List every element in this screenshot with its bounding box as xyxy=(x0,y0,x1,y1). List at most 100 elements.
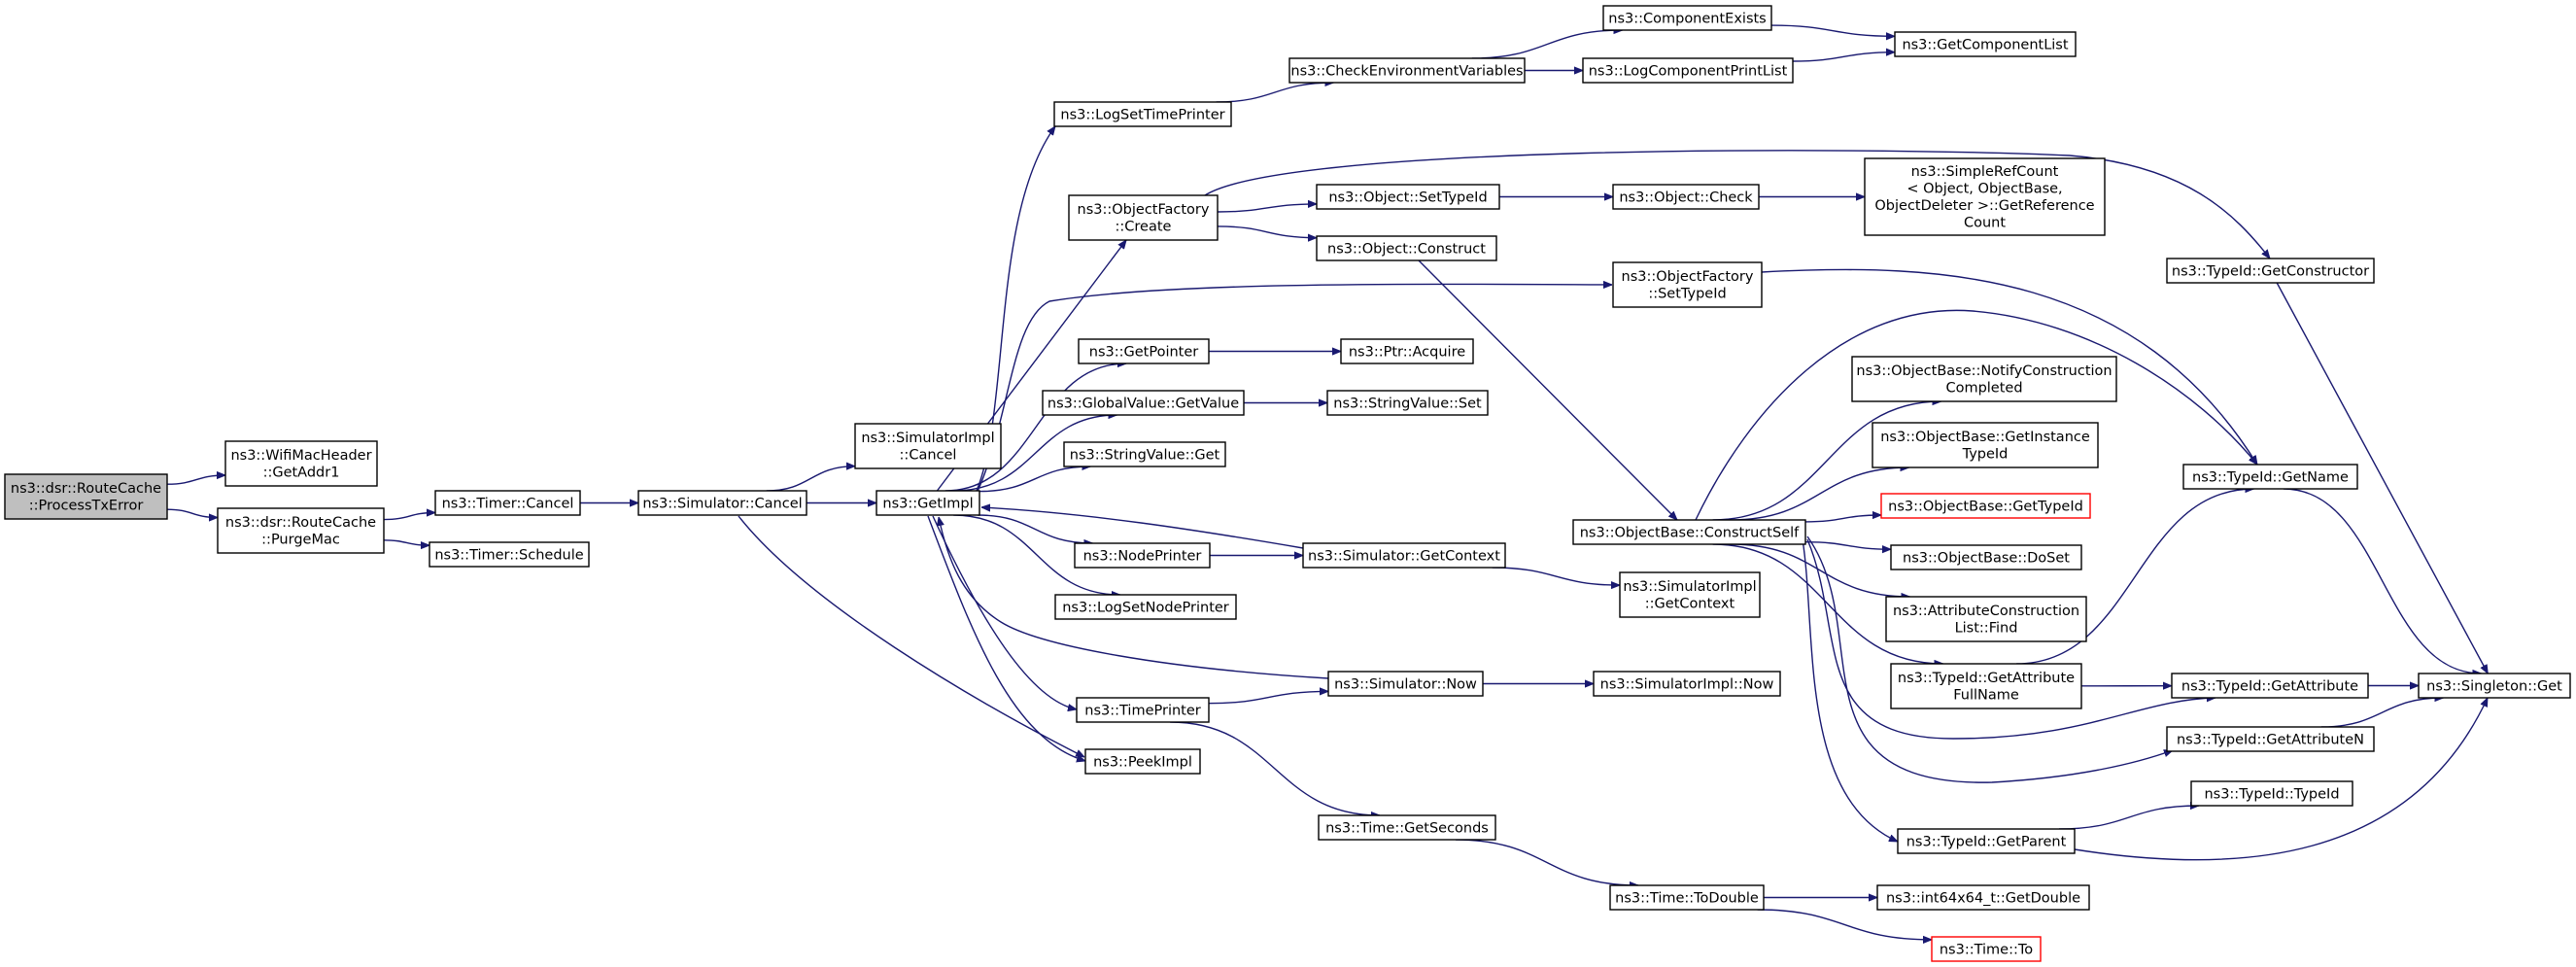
node-box[interactable] xyxy=(4,473,168,520)
node-box[interactable] xyxy=(1876,884,2090,911)
node-typeIdGetAttributeN[interactable]: ns3::TypeId::GetAttributeN xyxy=(2166,726,2375,752)
node-box[interactable] xyxy=(1897,828,2076,854)
node-box[interactable] xyxy=(224,440,378,487)
node-box[interactable] xyxy=(1851,356,2117,402)
node-componentExists[interactable]: ns3::ComponentExists xyxy=(1602,5,1772,31)
node-box[interactable] xyxy=(1340,338,1474,364)
node-typeIdGetConstructor[interactable]: ns3::TypeId::GetConstructor xyxy=(2166,258,2375,284)
node-peekImpl[interactable]: ns3::PeekImpl xyxy=(1084,748,1201,775)
node-logSetTimePrinter[interactable]: ns3::LogSetTimePrinter xyxy=(1053,101,1232,127)
node-box[interactable] xyxy=(1076,697,1210,723)
node-box[interactable] xyxy=(2182,464,2358,490)
node-objBaseGetTypeId[interactable]: ns3::ObjectBase::GetTypeId xyxy=(1880,493,2091,519)
node-box[interactable] xyxy=(1890,663,2082,709)
node-logComponentPrintList[interactable]: ns3::LogComponentPrintList xyxy=(1582,57,1794,84)
node-box[interactable] xyxy=(854,423,1002,469)
node-timeGetSeconds[interactable]: ns3::Time::GetSeconds xyxy=(1318,814,1496,841)
node-box[interactable] xyxy=(2418,673,2571,699)
node-box[interactable] xyxy=(2166,258,2375,284)
node-typeIdGetName[interactable]: ns3::TypeId::GetName xyxy=(2182,464,2358,490)
node-box[interactable] xyxy=(1593,671,1781,697)
node-box[interactable] xyxy=(217,507,385,554)
node-box[interactable] xyxy=(1074,542,1211,569)
node-typeIdGetParent[interactable]: ns3::TypeId::GetParent xyxy=(1897,828,2076,854)
node-ptrAcquire[interactable]: ns3::Ptr::Acquire xyxy=(1340,338,1474,364)
node-typeIdTypeId[interactable]: ns3::TypeId::TypeId xyxy=(2190,780,2353,807)
node-simulatorNow[interactable]: ns3::Simulator::Now xyxy=(1327,671,1484,697)
node-int64GetDouble[interactable]: ns3::int64x64_t::GetDouble xyxy=(1876,884,2090,911)
node-logSetNodePrinter[interactable]: ns3::LogSetNodePrinter xyxy=(1054,594,1237,620)
node-objSetTypeId[interactable]: ns3::Object::SetTypeId xyxy=(1316,184,1500,210)
node-notifyConstruction[interactable]: ns3::ObjectBase::NotifyConstructionCompl… xyxy=(1851,356,2117,402)
node-box[interactable] xyxy=(2166,726,2375,752)
node-box[interactable] xyxy=(2190,780,2353,807)
node-box[interactable] xyxy=(1582,57,1794,84)
node-constructSelf[interactable]: ns3::ObjectBase::ConstructSelf xyxy=(1572,519,1806,545)
node-box[interactable] xyxy=(434,490,581,516)
node-singletonGet[interactable]: ns3::Singleton::Get xyxy=(2418,673,2571,699)
node-purgeMac[interactable]: ns3::dsr::RouteCache::PurgeMac xyxy=(217,507,385,554)
node-typeIdGetAttribute[interactable]: ns3::TypeId::GetAttribute xyxy=(2171,673,2369,699)
node-getImpl[interactable]: ns3::GetImpl xyxy=(876,490,980,516)
node-box[interactable] xyxy=(1084,748,1201,775)
node-checkEnv[interactable]: ns3::CheckEnvironmentVariables xyxy=(1288,57,1526,84)
node-box[interactable] xyxy=(1609,884,1765,911)
node-box[interactable] xyxy=(1612,184,1760,210)
node-stringValueSet[interactable]: ns3::StringValue::Set xyxy=(1326,390,1489,416)
node-box[interactable] xyxy=(1619,571,1761,618)
node-objFactoryCreate[interactable]: ns3::ObjectFactory::Create xyxy=(1068,194,1219,241)
node-box[interactable] xyxy=(1612,261,1763,308)
node-stringValueGet[interactable]: ns3::StringValue::Get xyxy=(1063,441,1226,467)
node-box[interactable] xyxy=(1063,441,1226,467)
node-box[interactable] xyxy=(1864,157,2106,236)
node-box[interactable] xyxy=(1078,338,1210,364)
node-simImplGetContext[interactable]: ns3::SimulatorImpl::GetContext xyxy=(1619,571,1761,618)
node-box[interactable] xyxy=(1326,390,1489,416)
node-box[interactable] xyxy=(429,541,590,568)
node-nodePrinter[interactable]: ns3::NodePrinter xyxy=(1074,542,1211,569)
node-box[interactable] xyxy=(1316,184,1500,210)
node-globalValueGetValue[interactable]: ns3::GlobalValue::GetValue xyxy=(1042,390,1245,416)
node-objConstruct[interactable]: ns3::Object::Construct xyxy=(1316,235,1497,261)
node-timerCancel[interactable]: ns3::Timer::Cancel xyxy=(434,490,581,516)
node-timeToDouble[interactable]: ns3::Time::ToDouble xyxy=(1609,884,1765,911)
node-box[interactable] xyxy=(1288,57,1526,84)
node-timePrinter[interactable]: ns3::TimePrinter xyxy=(1076,697,1210,723)
node-box[interactable] xyxy=(1890,544,2082,570)
node-box[interactable] xyxy=(2171,673,2369,699)
node-box[interactable] xyxy=(1880,493,2091,519)
node-box[interactable] xyxy=(876,490,980,516)
node-objFactorySetTypeId[interactable]: ns3::ObjectFactory::SetTypeId xyxy=(1612,261,1763,308)
node-box[interactable] xyxy=(637,490,807,516)
node-box[interactable] xyxy=(1872,422,2099,468)
node-box[interactable] xyxy=(1931,936,2042,962)
node-simGetContext[interactable]: ns3::Simulator::GetContext xyxy=(1302,542,1506,569)
node-timerSchedule[interactable]: ns3::Timer::Schedule xyxy=(429,541,590,568)
node-getComponentList[interactable]: ns3::GetComponentList xyxy=(1894,31,2077,57)
node-box[interactable] xyxy=(1885,596,2087,642)
node-timeTo[interactable]: ns3::Time::To xyxy=(1931,936,2042,962)
node-box[interactable] xyxy=(1572,519,1806,545)
node-box[interactable] xyxy=(1602,5,1772,31)
node-objCheck[interactable]: ns3::Object::Check xyxy=(1612,184,1760,210)
node-simImplNow[interactable]: ns3::SimulatorImpl::Now xyxy=(1593,671,1781,697)
node-root[interactable]: ns3::dsr::RouteCache::ProcessTxError xyxy=(4,473,168,520)
node-simCancel[interactable]: ns3::Simulator::Cancel xyxy=(637,490,807,516)
node-objBaseDoSet[interactable]: ns3::ObjectBase::DoSet xyxy=(1890,544,2082,570)
node-box[interactable] xyxy=(1042,390,1245,416)
node-box[interactable] xyxy=(1316,235,1497,261)
node-box[interactable] xyxy=(1318,814,1496,841)
node-box[interactable] xyxy=(1327,671,1484,697)
node-getPointer[interactable]: ns3::GetPointer xyxy=(1078,338,1210,364)
node-box[interactable] xyxy=(1054,594,1237,620)
node-box[interactable] xyxy=(1302,542,1506,569)
node-simImplCancel[interactable]: ns3::SimulatorImpl::Cancel xyxy=(854,423,1002,469)
node-box[interactable] xyxy=(1068,194,1219,241)
node-simpleRefCount[interactable]: ns3::SimpleRefCount< Object, ObjectBase,… xyxy=(1864,157,2106,236)
node-box[interactable] xyxy=(1053,101,1232,127)
node-wifiGetAddr1[interactable]: ns3::WifiMacHeader::GetAddr1 xyxy=(224,440,378,487)
node-box[interactable] xyxy=(1894,31,2077,57)
